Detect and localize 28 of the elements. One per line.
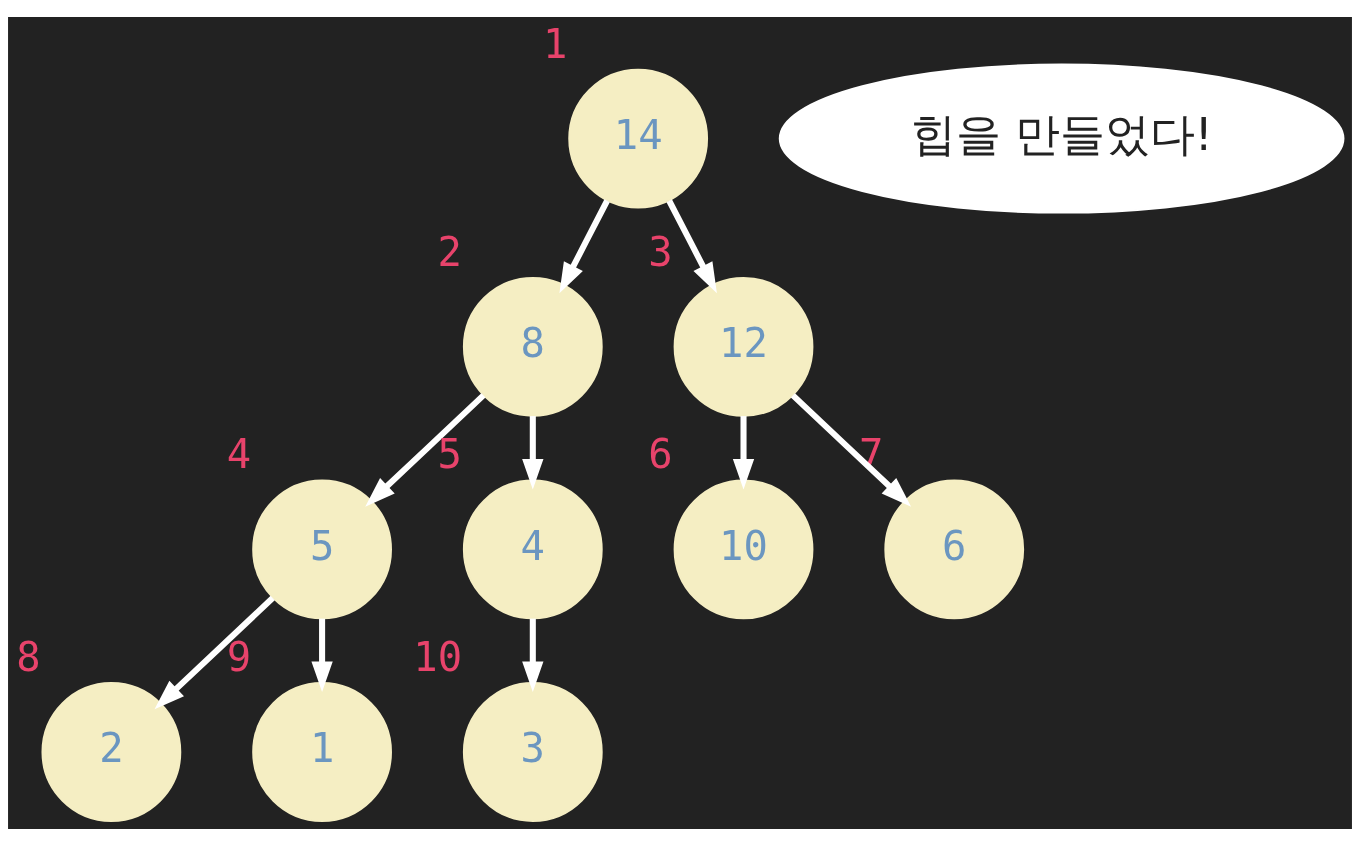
arrow	[732, 416, 755, 490]
node-label: 2	[437, 227, 462, 276]
node-circle: 10	[673, 479, 814, 620]
node-label: 3	[648, 227, 673, 276]
arrow	[311, 618, 333, 693]
node-circle: 12	[673, 276, 814, 417]
node-label: 8	[16, 632, 41, 681]
node-label: 1	[542, 19, 568, 68]
node-circle: 8	[462, 276, 603, 417]
node-label: 4	[226, 430, 252, 479]
arrow	[154, 595, 275, 710]
node-circle: 4	[462, 479, 603, 620]
node-label: 9	[226, 632, 252, 681]
node-circle: 6	[884, 479, 1025, 620]
node-circle: 5	[252, 479, 392, 620]
node-circle: 1	[252, 682, 392, 822]
arrow	[522, 416, 544, 490]
node-ellipse: 힙을 만들었다!	[778, 63, 1345, 214]
node-label: 5	[437, 430, 462, 479]
arrow	[666, 199, 717, 294]
node-label: 6	[648, 430, 673, 479]
arrow	[365, 393, 486, 507]
node-label: 10	[413, 632, 463, 681]
node-circle: 3	[462, 682, 603, 822]
arrow	[790, 393, 912, 507]
node-circle: 14	[568, 68, 709, 209]
arrow	[559, 199, 610, 294]
arrow	[522, 618, 544, 693]
